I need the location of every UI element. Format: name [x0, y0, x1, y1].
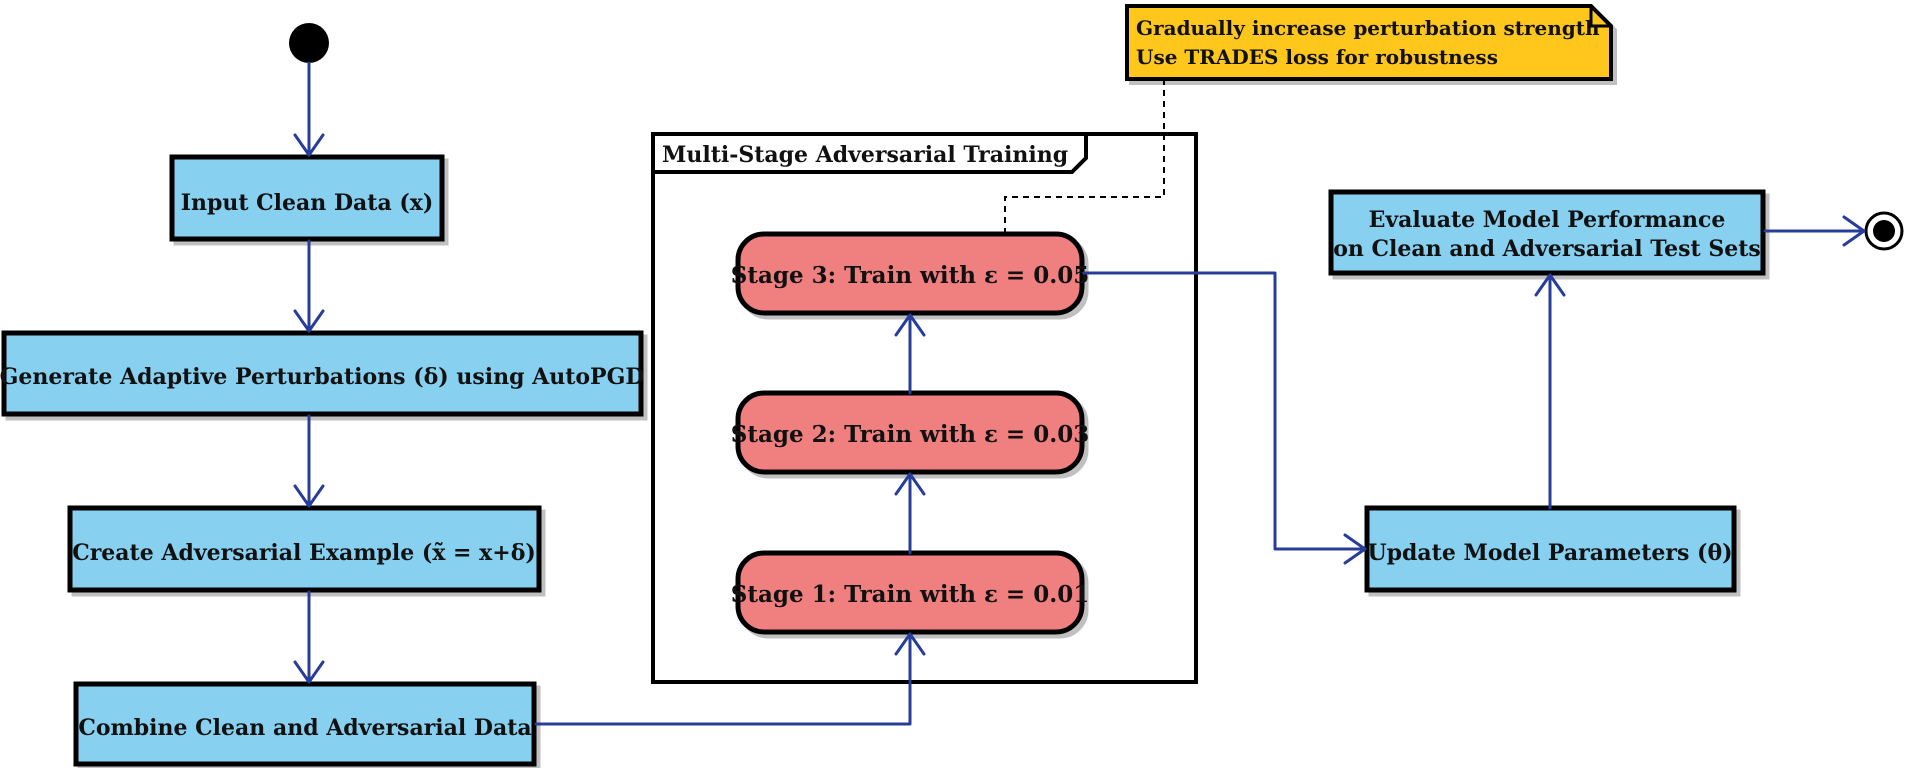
action-generate-perturbations: Generate Adaptive Perturbations (δ) usin…	[0, 330, 644, 417]
action-label: Combine Clean and Adversarial Data	[78, 715, 531, 741]
arrow-create-to-combine	[293, 590, 325, 684]
action-combine-data: Combine Clean and Adversarial Data	[73, 681, 537, 767]
action-label: Generate Adaptive Perturbations (δ) usin…	[0, 364, 644, 390]
start-node	[289, 23, 329, 63]
note-line-1: Gradually increase perturbation strength	[1136, 16, 1600, 40]
arrow-start-to-input	[293, 61, 325, 157]
arrow-stage-1-to-stage-2	[894, 472, 926, 555]
action-evaluate-model: Evaluate Model Performance on Clean and …	[1328, 189, 1766, 276]
arrow-generate-to-create	[293, 414, 325, 508]
stage-3: Stage 3: Train with ε = 0.05	[731, 231, 1089, 316]
arrow-combine-to-stage-1	[534, 632, 926, 726]
stage-1: Stage 1: Train with ε = 0.01	[731, 550, 1089, 635]
frame-label: Multi-Stage Adversarial Training	[662, 142, 1068, 168]
action-create-adversarial-example: Create Adversarial Example (x̃ = x+δ)	[67, 505, 542, 593]
action-label: Create Adversarial Example (x̃ = x+δ)	[72, 540, 536, 566]
action-update-parameters: Update Model Parameters (θ)	[1364, 505, 1737, 593]
end-node	[1864, 211, 1904, 251]
note-line-2: Use TRADES loss for robustness	[1136, 45, 1498, 69]
action-label: Update Model Parameters (θ)	[1367, 540, 1732, 566]
arrow-evaluate-to-end	[1763, 215, 1866, 247]
action-label: Input Clean Data (x)	[181, 190, 434, 216]
stage-label: Stage 3: Train with ε = 0.05	[731, 262, 1089, 289]
arrow-input-to-generate	[293, 239, 325, 333]
arrow-update-to-evaluate	[1534, 273, 1566, 510]
note-connector	[1004, 79, 1165, 232]
note: Gradually increase perturbation strength…	[1125, 4, 1613, 81]
stage-label: Stage 2: Train with ε = 0.03	[731, 421, 1089, 448]
action-label-line-2: on Clean and Adversarial Test Sets	[1333, 236, 1761, 262]
arrow-stage-2-to-stage-3	[894, 313, 926, 395]
stage-2: Stage 2: Train with ε = 0.03	[731, 390, 1089, 475]
arrow-stage-3-to-update	[1082, 271, 1367, 565]
stage-label: Stage 1: Train with ε = 0.01	[731, 581, 1089, 608]
action-input-clean-data: Input Clean Data (x)	[169, 154, 445, 242]
action-label-line-1: Evaluate Model Performance	[1369, 207, 1726, 233]
